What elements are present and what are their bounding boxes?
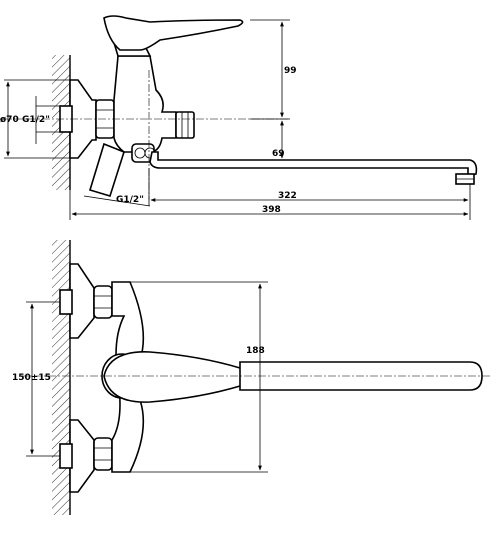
side-view: 99 69 322 398 ø70 G1/2" G1/2": [0, 15, 478, 220]
dim-322: 322: [278, 191, 297, 201]
label-g12-lower: G1/2": [116, 195, 144, 205]
spout-top: [149, 151, 478, 178]
dim-69: 69: [272, 149, 285, 159]
wall-bottom: [52, 240, 70, 515]
valve-body-top: [113, 55, 177, 153]
flange-lower: [69, 419, 95, 493]
lever-handle-top: [103, 15, 244, 51]
dim-150: 150±15: [12, 373, 51, 383]
dim-99: 99: [284, 66, 297, 76]
dim-phi70: ø70: [0, 115, 19, 125]
inlet-pipe-lower: [89, 142, 125, 197]
flange-upper: [69, 263, 95, 339]
wall-flange-top: [69, 79, 97, 159]
lever-handle-front: [103, 351, 246, 403]
dim-398: 398: [262, 205, 281, 215]
front-view: 150±15 188: [12, 240, 490, 515]
label-g12-upper: G1/2": [22, 115, 50, 125]
dim-188: 188: [246, 346, 265, 356]
